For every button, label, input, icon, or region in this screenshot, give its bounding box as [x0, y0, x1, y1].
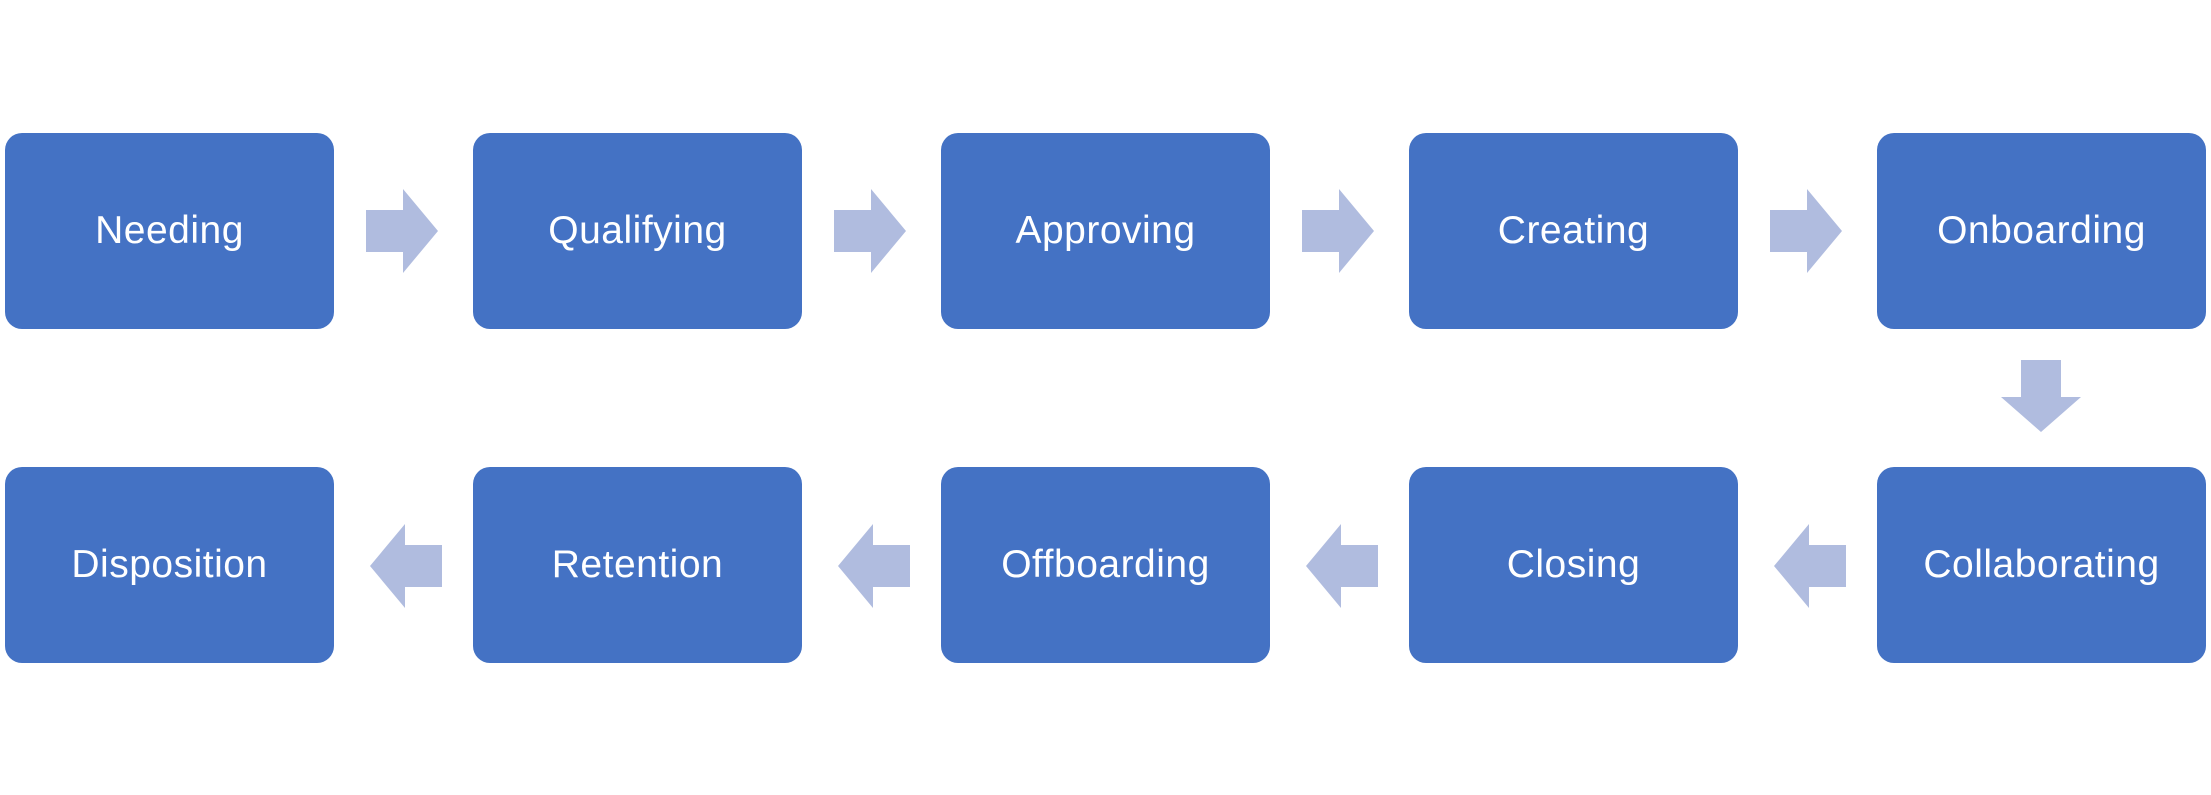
step-closing: Closing — [1409, 467, 1738, 663]
step-collaborating: Collaborating — [1877, 467, 2206, 663]
left-arrow-icon — [838, 524, 910, 608]
step-creating: Creating — [1409, 133, 1738, 329]
right-arrow-icon — [834, 189, 906, 273]
step-onboarding: Onboarding — [1877, 133, 2206, 329]
step-retention: Retention — [473, 467, 802, 663]
left-arrow-icon — [1774, 524, 1846, 608]
step-approving: Approving — [941, 133, 1270, 329]
step-disposition: Disposition — [5, 467, 334, 663]
right-arrow-icon — [366, 189, 438, 273]
step-qualifying: Qualifying — [473, 133, 802, 329]
step-offboarding: Offboarding — [941, 467, 1270, 663]
right-arrow-icon — [1302, 189, 1374, 273]
right-arrow-icon — [1770, 189, 1842, 273]
down-arrow-icon — [2001, 360, 2081, 432]
left-arrow-icon — [370, 524, 442, 608]
step-needing: Needing — [5, 133, 334, 329]
left-arrow-icon — [1306, 524, 1378, 608]
